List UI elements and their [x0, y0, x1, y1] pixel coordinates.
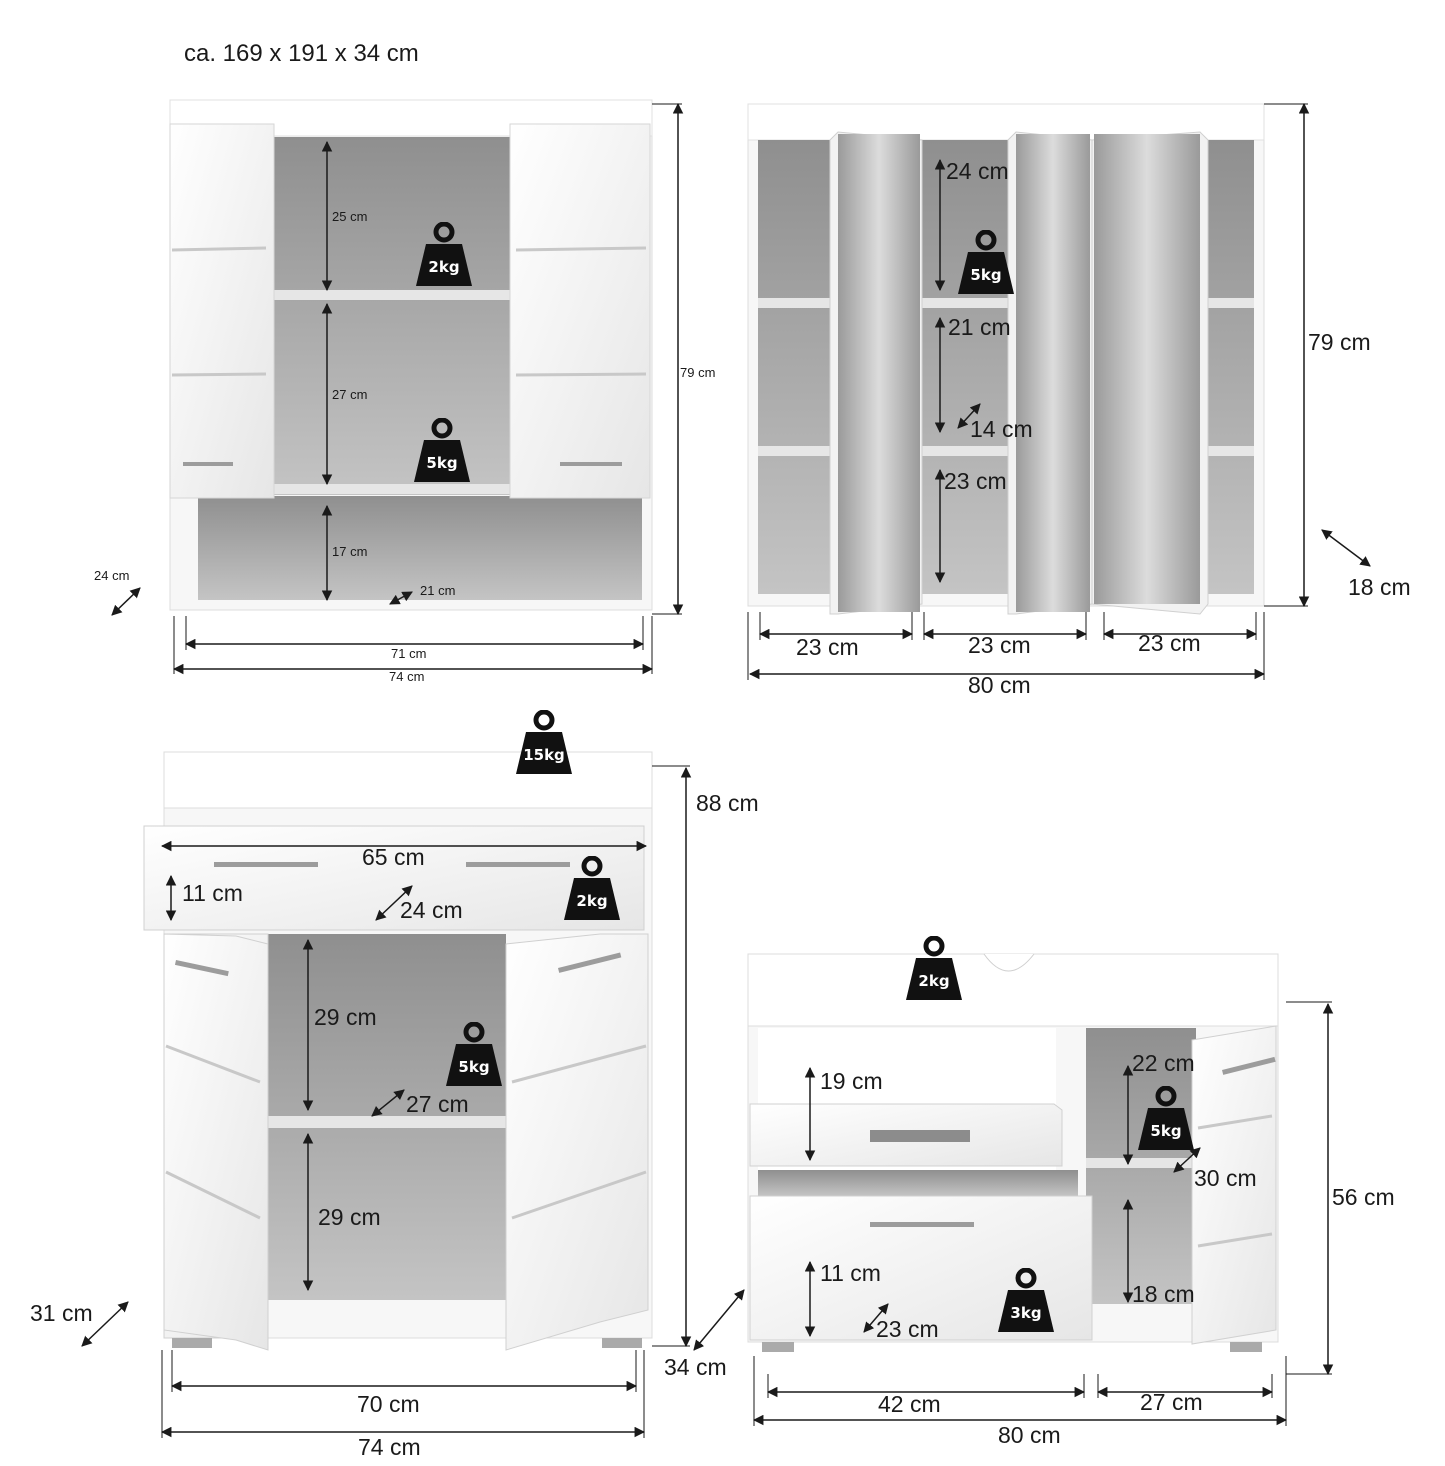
weight-icon: 5kg	[444, 1022, 504, 1088]
weight-icon: 2kg	[562, 856, 622, 922]
height-label: 56 cm	[1332, 1184, 1395, 1210]
height-label: 79 cm	[1308, 329, 1371, 355]
width-label: 23 cm	[1138, 630, 1201, 656]
shelf-height-label: 25 cm	[332, 209, 368, 224]
weight-icon: 5kg	[1136, 1086, 1196, 1152]
shelf-height-label: 29 cm	[314, 1004, 377, 1030]
width-label: 80 cm	[968, 672, 1031, 698]
depth-label: 27 cm	[406, 1091, 469, 1117]
load-label: 15kg	[523, 746, 565, 764]
drawer-height-label: 11 cm	[820, 1260, 881, 1286]
overall-size: ca. 169 x 191 x 34 cm	[184, 40, 419, 67]
shelf-height-label: 29 cm	[318, 1204, 381, 1230]
cabinet-2	[747, 102, 1371, 680]
width-label: 74 cm	[389, 669, 425, 684]
load-label: 5kg	[458, 1058, 490, 1076]
drawer-height-label: 11 cm	[182, 880, 243, 906]
load-label: 3kg	[1010, 1304, 1042, 1322]
load-label: 2kg	[428, 258, 460, 276]
shelf-height-label: 23 cm	[944, 468, 1007, 494]
load-label: 5kg	[1150, 1122, 1182, 1140]
drawer-height-label: 19 cm	[820, 1068, 883, 1094]
weight-icon: 15kg	[514, 710, 574, 776]
depth-label: 14 cm	[970, 416, 1033, 442]
weight-icon: 2kg	[904, 936, 964, 1002]
width-label: 71 cm	[391, 646, 427, 661]
depth-label: 31 cm	[30, 1300, 93, 1326]
load-label: 2kg	[918, 972, 950, 990]
shelf-height-label: 21 cm	[948, 314, 1011, 340]
shelf-height-label: 22 cm	[1132, 1050, 1195, 1076]
weight-icon: 5kg	[412, 418, 472, 484]
width-label: 23 cm	[968, 632, 1031, 658]
height-label: 88 cm	[696, 790, 759, 816]
depth-label: 34 cm	[664, 1354, 727, 1380]
load-label: 5kg	[426, 454, 458, 472]
width-label: 23 cm	[796, 634, 859, 660]
load-label: 5kg	[970, 266, 1002, 284]
shelf-height-label: 24 cm	[946, 158, 1009, 184]
depth-label: 23 cm	[876, 1316, 939, 1342]
shelf-height-label: 18 cm	[1132, 1281, 1195, 1307]
width-label: 74 cm	[358, 1434, 421, 1460]
weight-icon: 5kg	[956, 230, 1016, 296]
load-label: 2kg	[576, 892, 608, 910]
width-label: 65 cm	[362, 844, 425, 870]
depth-label: 24 cm	[94, 568, 130, 583]
shelf-height-label: 17 cm	[332, 544, 368, 559]
width-label: 70 cm	[357, 1391, 420, 1417]
depth-label: 21 cm	[420, 583, 456, 598]
depth-label: 30 cm	[1194, 1165, 1257, 1191]
width-label: 80 cm	[998, 1422, 1061, 1448]
weight-icon: 3kg	[996, 1268, 1056, 1334]
width-label: 42 cm	[878, 1391, 941, 1417]
depth-label: 24 cm	[400, 897, 463, 923]
height-label: 79 cm	[680, 365, 716, 380]
cabinet-3	[81, 751, 692, 1438]
weight-icon: 2kg	[414, 222, 474, 288]
depth-label: 18 cm	[1348, 574, 1411, 600]
shelf-height-label: 27 cm	[332, 387, 368, 402]
cabinet-1	[111, 99, 684, 675]
width-label: 27 cm	[1140, 1389, 1203, 1415]
